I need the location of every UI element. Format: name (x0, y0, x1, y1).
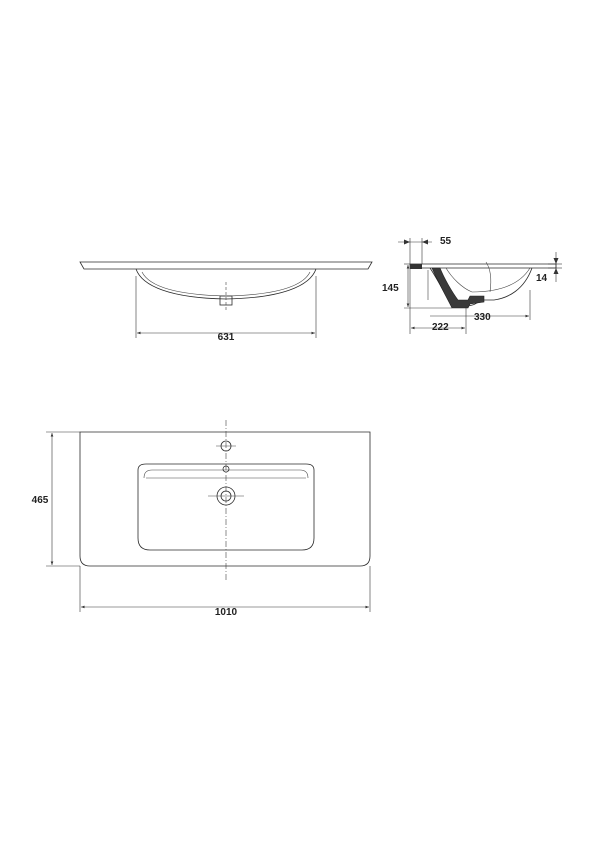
side-rim-arrows (553, 258, 559, 274)
front-top-slab (79, 261, 373, 270)
side-total-depth-label: 330 (474, 312, 491, 323)
front-elevation-view: 631 (79, 261, 373, 343)
side-top-rim (409, 263, 557, 269)
plan-depth-label: 465 (32, 495, 49, 506)
plan-basin-outer (137, 463, 315, 551)
plan-view: 465 1010 (32, 420, 371, 618)
side-overhang-label: 55 (440, 236, 452, 247)
plan-outline (79, 431, 371, 567)
front-basin-width-label: 631 (218, 332, 235, 343)
side-inner-bowl (445, 267, 531, 293)
side-section-profile (431, 267, 485, 309)
side-inner-depth-label: 222 (432, 322, 449, 333)
side-height-label: 145 (382, 283, 399, 294)
side-section-view: 55 14 145 330 222 (382, 236, 562, 334)
side-rim-label: 14 (536, 273, 548, 284)
plan-width-label: 1010 (215, 607, 238, 618)
side-wall-section-fill (410, 264, 422, 269)
side-water-line (485, 261, 492, 293)
side-overhang-arrows (404, 239, 428, 245)
